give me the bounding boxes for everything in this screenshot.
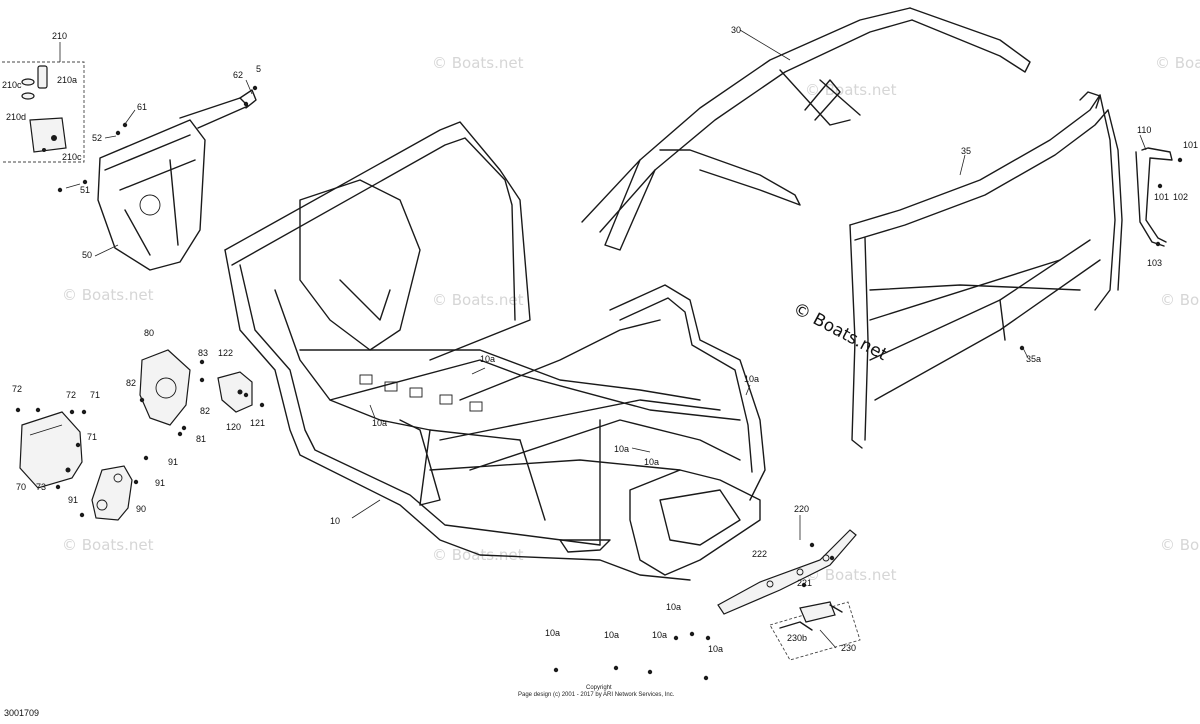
callout-10a: 10a	[545, 628, 560, 638]
callout-10a: 10a	[666, 602, 681, 612]
copyright-footer: Copyright Page design (c) 2001 - 2017 by…	[518, 685, 675, 698]
callout-51: 51	[80, 185, 90, 195]
frame-10	[224, 121, 766, 581]
callout-230b: 230b	[787, 633, 807, 643]
callout-122: 122	[218, 348, 233, 358]
callout-10a: 10a	[708, 644, 723, 654]
callout-81: 81	[196, 434, 206, 444]
callout-221: 221	[797, 578, 812, 588]
callout-10a: 10a	[644, 457, 659, 467]
watermark: © Boats.net	[62, 286, 154, 304]
callout-10a: 10a	[604, 630, 619, 640]
callout-210c-b: 210c	[62, 152, 82, 162]
callout-70: 70	[16, 482, 26, 492]
watermark: © Boats.net	[805, 81, 897, 99]
copyright-line2: Page design (c) 2001 - 2017 by ARI Netwo…	[518, 692, 675, 698]
callout-101-b: 101	[1154, 192, 1169, 202]
watermark: © Boats.net	[1160, 536, 1200, 554]
copyright-line1: Copyright	[586, 685, 612, 691]
callout-220: 220	[794, 504, 809, 514]
plate-90	[91, 465, 133, 521]
callout-91-b: 91	[155, 478, 165, 488]
callout-10a: 10a	[652, 630, 667, 640]
plate-220	[717, 529, 857, 615]
callout-210a: 210a	[57, 75, 77, 85]
callout-210: 210	[52, 31, 67, 41]
callout-50: 50	[82, 250, 92, 260]
callout-82: 82	[126, 378, 136, 388]
callout-80: 80	[144, 328, 154, 338]
callout-61: 61	[137, 102, 147, 112]
callout-72: 72	[12, 384, 22, 394]
callout-35a: 35a	[1026, 354, 1041, 364]
callout-5: 5	[256, 64, 261, 74]
callout-120: 120	[226, 422, 241, 432]
leader-lines	[59, 29, 1147, 649]
callout-222: 222	[752, 549, 767, 559]
callout-10: 10	[330, 516, 340, 526]
callout-62: 62	[233, 70, 243, 80]
callout-102: 102	[1173, 192, 1188, 202]
cage-35	[849, 91, 1123, 449]
callout-91: 91	[168, 457, 178, 467]
watermark: © Boats.net	[432, 546, 524, 564]
callout-103: 103	[1147, 258, 1162, 268]
callout-73: 73	[36, 482, 46, 492]
callout-10a: 10a	[744, 374, 759, 384]
watermark: © Boats.net	[1155, 54, 1200, 72]
callout-230: 230	[841, 643, 856, 653]
callout-71-b: 71	[87, 432, 97, 442]
watermark: © Boats.net	[62, 536, 154, 554]
roof-30	[581, 7, 1031, 251]
plate-80	[139, 349, 191, 426]
callout-10a: 10a	[372, 418, 387, 428]
watermarks: © Boats.net © Boats.net © Boats.net © Bo…	[62, 54, 1200, 584]
hitch-230	[769, 601, 861, 661]
callout-35: 35	[961, 146, 971, 156]
callout-30: 30	[731, 25, 741, 35]
callout-91-c: 91	[68, 495, 78, 505]
watermark: © Boats.net	[432, 291, 524, 309]
callout-10a: 10a	[480, 354, 495, 364]
callout-72-b: 72	[66, 390, 76, 400]
callout-210c: 210c	[2, 80, 22, 90]
kit-210	[2, 61, 85, 163]
callout-82-b: 82	[200, 406, 210, 416]
callout-71: 71	[90, 390, 100, 400]
watermark: © Boats.net	[432, 54, 524, 72]
plate-120	[217, 371, 253, 413]
watermark: © Boats.net	[1160, 291, 1200, 309]
fasteners	[15, 85, 1183, 681]
bracket-50	[97, 89, 257, 271]
callout-83: 83	[198, 348, 208, 358]
watermark-prominent: © Boats.net	[790, 299, 891, 366]
watermark: © Boats.net	[805, 566, 897, 584]
callout-52: 52	[92, 133, 102, 143]
callout-210d: 210d	[6, 112, 26, 122]
callouts: 210 210a 210c 210d 210c 62 5 61 52 51 50…	[2, 25, 1198, 654]
callout-110: 110	[1137, 125, 1151, 135]
plate-70	[19, 411, 83, 489]
diagram-id: 3001709	[4, 708, 40, 718]
callout-101: 101	[1183, 140, 1198, 150]
callout-10a: 10a	[614, 444, 629, 454]
callout-90: 90	[136, 504, 146, 514]
callout-121: 121	[250, 418, 265, 428]
